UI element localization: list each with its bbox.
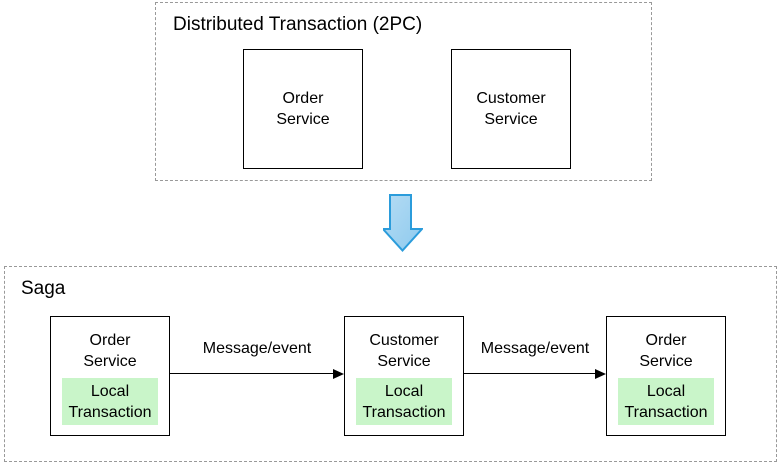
twopc-order-service-box: Order Service xyxy=(243,49,363,169)
edge-label: Message/event xyxy=(480,340,590,357)
local-transaction-label: Local Transaction xyxy=(362,382,446,421)
arrowhead-icon xyxy=(333,368,344,379)
saga-customer-service-box: Customer Service Local Transaction xyxy=(344,316,464,436)
saga-order-service-box-1: Order Service Local Transaction xyxy=(50,316,170,436)
service-box-label: Customer Service xyxy=(369,332,439,370)
saga-group-box: Saga Order Service Local Transaction Mes… xyxy=(4,266,777,462)
local-transaction-label: Local Transaction xyxy=(68,382,152,421)
message-edge-1: Message/event xyxy=(170,339,344,383)
edge-line xyxy=(170,373,335,374)
local-transaction-label: Local Transaction xyxy=(624,382,708,421)
service-box-label: Order Service xyxy=(276,90,330,128)
saga-title: Saga xyxy=(21,278,66,299)
twopc-title: Distributed Transaction (2PC) xyxy=(173,14,423,35)
service-box-label: Order Service xyxy=(639,332,693,370)
edge-line xyxy=(464,373,597,374)
saga-order-service-box-2: Order Service Local Transaction xyxy=(606,316,726,436)
local-transaction-box: Local Transaction xyxy=(62,378,158,425)
twopc-group-box: Distributed Transaction (2PC) Order Serv… xyxy=(155,2,652,181)
local-transaction-box: Local Transaction xyxy=(356,378,452,425)
down-arrow-icon xyxy=(383,194,423,252)
twopc-customer-service-box: Customer Service xyxy=(451,49,571,169)
edge-label: Message/event xyxy=(202,340,312,357)
arrowhead-icon xyxy=(595,368,606,379)
service-box-label: Order Service xyxy=(83,332,137,370)
service-box-label: Customer Service xyxy=(476,90,546,128)
local-transaction-box: Local Transaction xyxy=(618,378,714,425)
message-edge-2: Message/event xyxy=(464,339,606,383)
